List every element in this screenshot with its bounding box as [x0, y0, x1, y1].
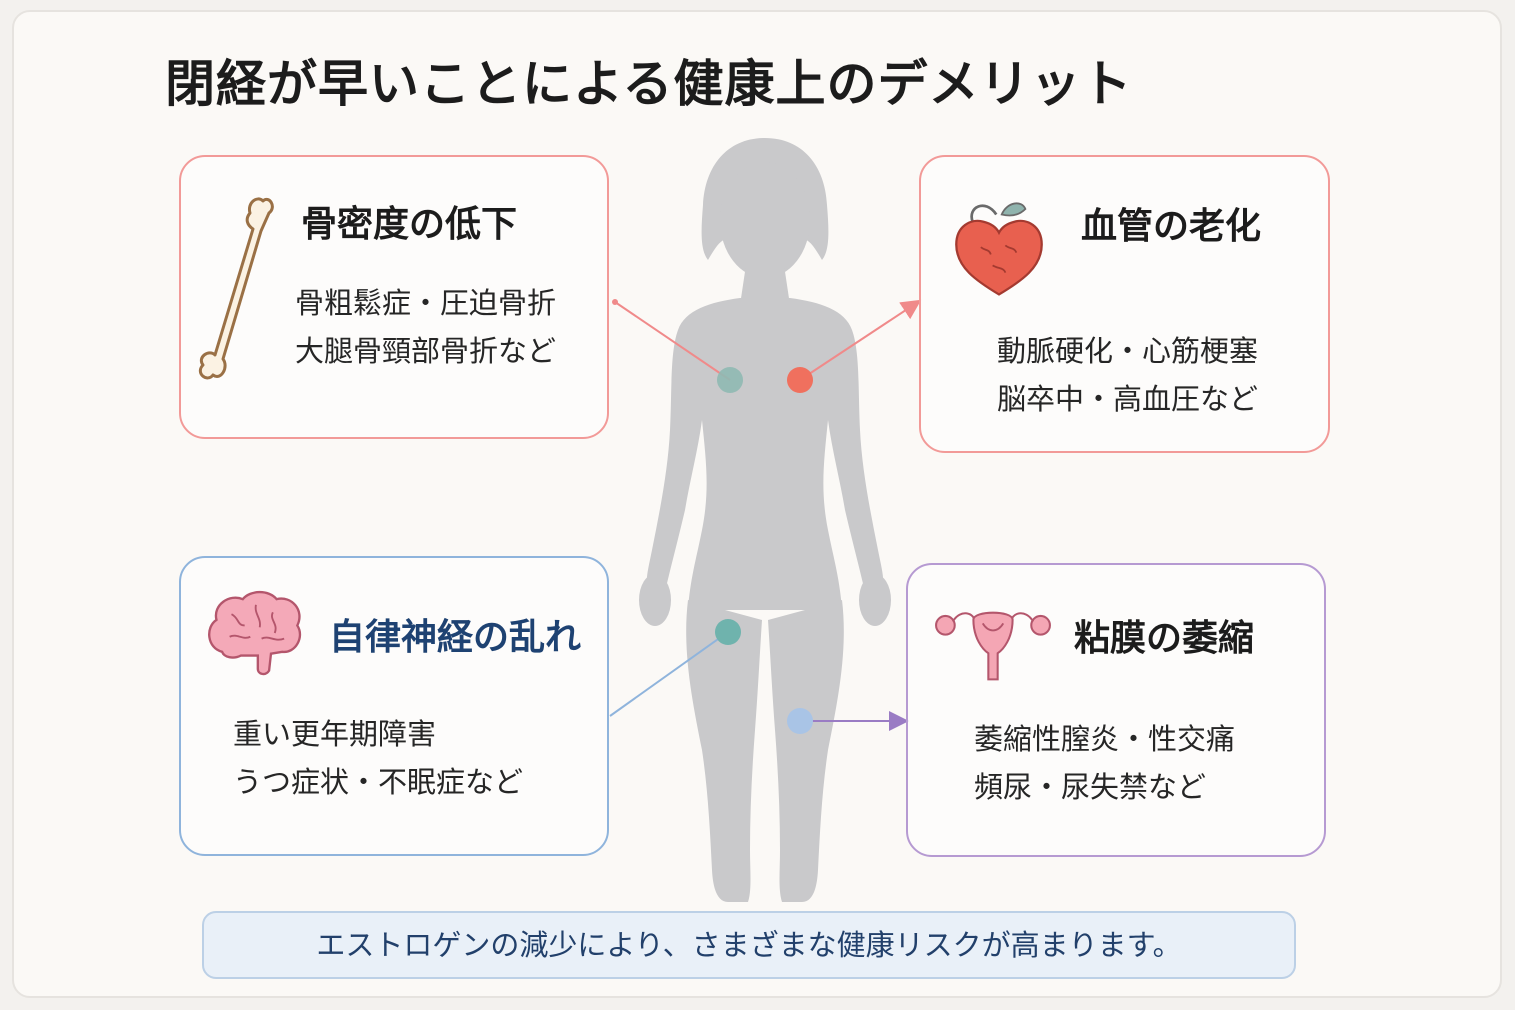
mucosa-card-title: 粘膜の萎縮 — [1074, 618, 1255, 659]
bone-density-card: 骨密度の低下 骨粗鬆症・圧迫骨折 大腿骨頸部骨折など — [179, 155, 609, 439]
vessel-card-title: 血管の老化 — [1081, 206, 1262, 247]
mucosa-card-lines: 萎縮性膣炎・性交痛 頻尿・尿失禁など — [974, 715, 1235, 811]
brain-icon — [208, 590, 302, 676]
mucosa-line-2: 頻尿・尿失禁など — [974, 770, 1207, 804]
nerve-card-title: 自律神経の乱れ — [329, 617, 582, 658]
nerve-line-2: うつ症状・不眠症など — [233, 765, 524, 799]
summary-banner: エストロゲンの減少により、さまざまな健康リスクが高まります。 — [202, 911, 1296, 979]
bone-line-2: 大腿骨頸部骨折など — [295, 334, 557, 368]
vessel-card-lines: 動脈硬化・心筋梗塞 脳卒中・高血圧など — [997, 327, 1258, 423]
female-body-silhouette — [639, 138, 891, 902]
vessel-line-1: 動脈硬化・心筋梗塞 — [997, 334, 1259, 368]
page-title: 閉経が早いことによる健康上のデメリット — [165, 55, 1133, 113]
autonomic-nerve-card: 自律神経の乱れ 重い更年期障害 うつ症状・不眠症など — [179, 556, 609, 856]
nerve-card-lines: 重い更年期障害 うつ症状・不眠症など — [233, 710, 523, 806]
uterus-icon — [935, 611, 1051, 681]
bone-card-title: 骨密度の低下 — [301, 204, 518, 245]
mucosa-line-1: 萎縮性膣炎・性交痛 — [974, 722, 1236, 756]
nerve-line-1: 重い更年期障害 — [233, 717, 437, 751]
heart-icon — [955, 202, 1043, 296]
vascular-aging-card: 血管の老化 動脈硬化・心筋梗塞 脳卒中・高血圧など — [919, 155, 1330, 453]
bone-icon — [198, 197, 274, 380]
bone-card-lines: 骨粗鬆症・圧迫骨折 大腿骨頸部骨折など — [295, 279, 556, 375]
bone-line-1: 骨粗鬆症・圧迫骨折 — [295, 286, 557, 320]
vessel-line-2: 脳卒中・高血圧など — [997, 382, 1259, 416]
mucosa-atrophy-card: 粘膜の萎縮 萎縮性膣炎・性交痛 頻尿・尿失禁など — [906, 563, 1326, 857]
